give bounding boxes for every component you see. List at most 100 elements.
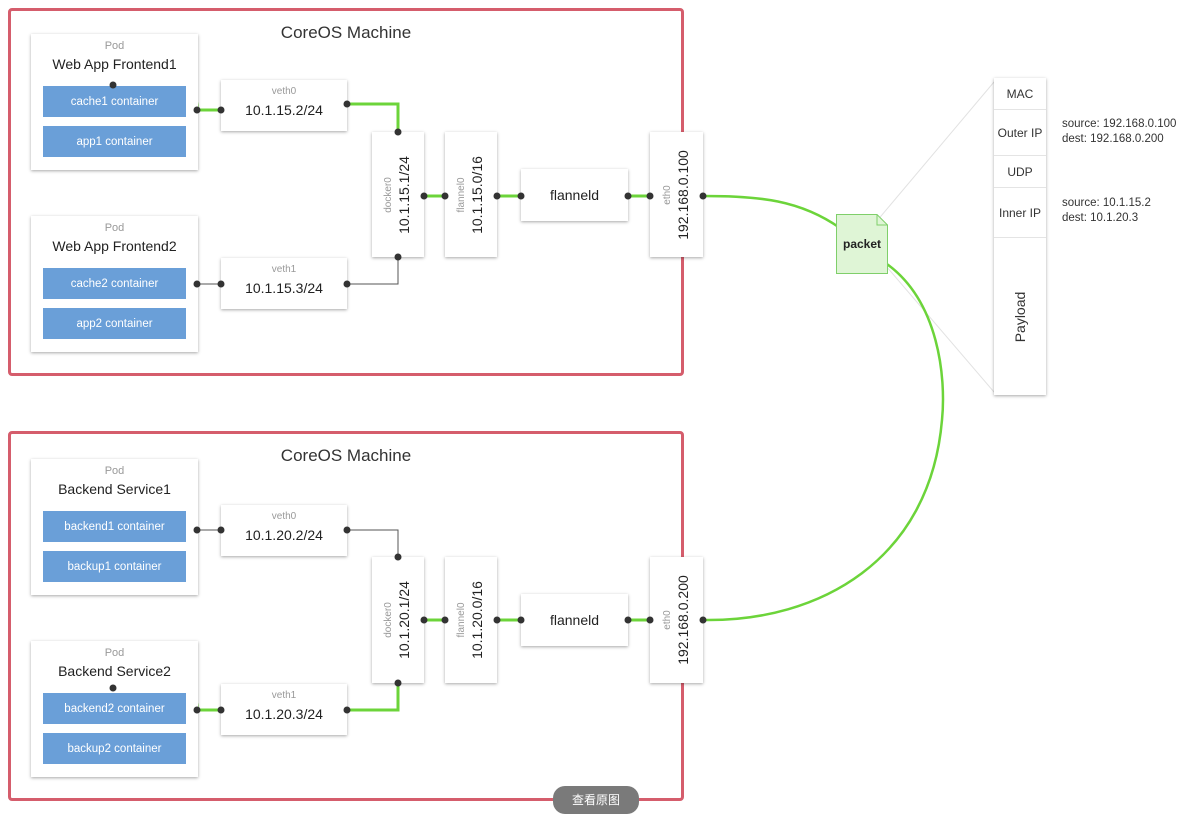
docker0-bridge: docker0 10.1.15.1/24 (372, 132, 424, 257)
connector-dot (441, 616, 449, 624)
veth-ip: 10.1.15.2/24 (245, 102, 323, 118)
pod-name: Backend Service1 (58, 481, 171, 497)
connector-dot (217, 280, 225, 288)
docker0-ip: 10.1.15.1/24 (396, 155, 412, 234)
flannel0-interface: flannel0 10.1.15.0/16 (445, 132, 497, 257)
connector-dot (193, 106, 201, 114)
eth0-ip: 192.168.0.200 (674, 575, 691, 665)
eth0-interface: eth0 192.168.0.100 (650, 132, 703, 257)
docker0-ip: 10.1.20.1/24 (396, 581, 412, 659)
backup1-container: backup1 container (43, 551, 186, 582)
veth-label: veth1 (271, 690, 297, 701)
mac-header: MAC (994, 78, 1046, 110)
connector-dot (343, 526, 351, 534)
backend2-container: backend2 container (43, 693, 186, 724)
inner-ip-info: source: 10.1.15.2 dest: 10.1.20.3 (1062, 196, 1151, 226)
connector-dot (217, 526, 225, 534)
connector-dot (343, 100, 351, 108)
veth-ip: 10.1.20.2/24 (245, 527, 323, 543)
connector-dot (646, 192, 654, 200)
veth0-interface: veth0 10.1.15.2/24 (221, 80, 347, 131)
pod-backend-service2: Pod Backend Service2 backend2 container … (31, 641, 198, 777)
pod-web-app-frontend1: Pod Web App Frontend1 cache1 container a… (31, 34, 198, 170)
connector-dot (394, 253, 402, 261)
flannel0-interface: flannel0 10.1.20.0/16 (445, 557, 497, 683)
connector-dot (193, 526, 201, 534)
connector-dot (517, 616, 525, 624)
flanneld-daemon: flanneld (521, 169, 628, 221)
veth-ip: 10.1.15.3/24 (245, 280, 323, 296)
veth-label: veth1 (271, 264, 297, 275)
connector-dot (394, 128, 402, 136)
connector-dot (517, 192, 525, 200)
flannel0-label: flannel0 (456, 176, 467, 213)
connector-dot (193, 280, 201, 288)
view-original-button[interactable]: 查看原图 (553, 786, 639, 814)
machine-title: CoreOS Machine (280, 23, 412, 42)
veth0-interface: veth0 10.1.20.2/24 (221, 505, 347, 556)
connector-dot (624, 616, 632, 624)
connector-dot (646, 616, 654, 624)
connector-dot (699, 616, 707, 624)
connector-dot (394, 679, 402, 687)
payload-section: Payload (994, 238, 1046, 395)
connector-dot (394, 553, 402, 561)
connector-dot (699, 192, 707, 200)
outer-ip-info: source: 192.168.0.100 dest: 192.168.0.20… (1062, 117, 1176, 147)
connector-dot (217, 106, 225, 114)
cache1-container: cache1 container (43, 86, 186, 117)
connector-dot (343, 706, 351, 714)
packet-shape (836, 214, 888, 274)
backup2-container: backup2 container (43, 733, 186, 764)
pod-backend-service1: Pod Backend Service1 backend1 container … (31, 459, 198, 595)
eth0-label: eth0 (661, 610, 673, 630)
connector-dot (420, 192, 428, 200)
pod-label: Pod (104, 222, 125, 234)
flannel0-ip: 10.1.15.0/16 (469, 155, 485, 234)
packet-label: packet (842, 237, 882, 251)
pod-label: Pod (104, 465, 125, 477)
connector-dot (493, 192, 501, 200)
pod-name: Web App Frontend1 (52, 56, 177, 72)
connector-dot (343, 280, 351, 288)
inner-dest: dest: 10.1.20.3 (1062, 212, 1139, 224)
packet-header-stack: MAC Outer IP UDP Inner IP Payload (994, 78, 1046, 395)
eth0-ip: 192.168.0.100 (674, 149, 691, 240)
backend1-container: backend1 container (43, 511, 186, 542)
connector-dot (109, 684, 117, 692)
veth1-interface: veth1 10.1.15.3/24 (221, 258, 347, 309)
pod-web-app-frontend2: Pod Web App Frontend2 cache2 container a… (31, 216, 198, 352)
inner-ip-header: Inner IP (994, 188, 1046, 238)
machine-title: CoreOS Machine (280, 446, 412, 465)
flannel0-ip: 10.1.20.0/16 (469, 581, 485, 659)
pod-label: Pod (104, 40, 125, 52)
payload-label: Payload (1012, 291, 1028, 342)
docker0-label: docker0 (383, 602, 394, 638)
docker0-label: docker0 (383, 176, 394, 213)
connector-dot (493, 616, 501, 624)
app2-container: app2 container (43, 308, 186, 339)
packet-icon: packet (836, 214, 888, 274)
veth-label: veth0 (271, 86, 297, 97)
flannel0-label: flannel0 (456, 602, 467, 638)
veth-label: veth0 (271, 511, 297, 522)
inner-source: source: 10.1.15.2 (1062, 197, 1151, 209)
pod-name: Web App Frontend2 (52, 238, 177, 254)
cache2-container: cache2 container (43, 268, 186, 299)
veth1-interface: veth1 10.1.20.3/24 (221, 684, 347, 735)
connector-dot (193, 706, 201, 714)
pod-label: Pod (104, 647, 125, 659)
outer-ip-header: Outer IP (994, 110, 1046, 156)
app1-container: app1 container (43, 126, 186, 157)
flanneld-daemon: flanneld (521, 594, 628, 646)
connector-dot (217, 706, 225, 714)
docker0-bridge: docker0 10.1.20.1/24 (372, 557, 424, 683)
connector-dot (441, 192, 449, 200)
pod-name: Backend Service2 (58, 663, 171, 679)
veth-ip: 10.1.20.3/24 (245, 706, 323, 722)
connector-dot (624, 192, 632, 200)
connector-dot (109, 81, 117, 89)
outer-source: source: 192.168.0.100 (1062, 118, 1177, 130)
eth0-label: eth0 (661, 184, 673, 205)
udp-header: UDP (994, 156, 1046, 188)
